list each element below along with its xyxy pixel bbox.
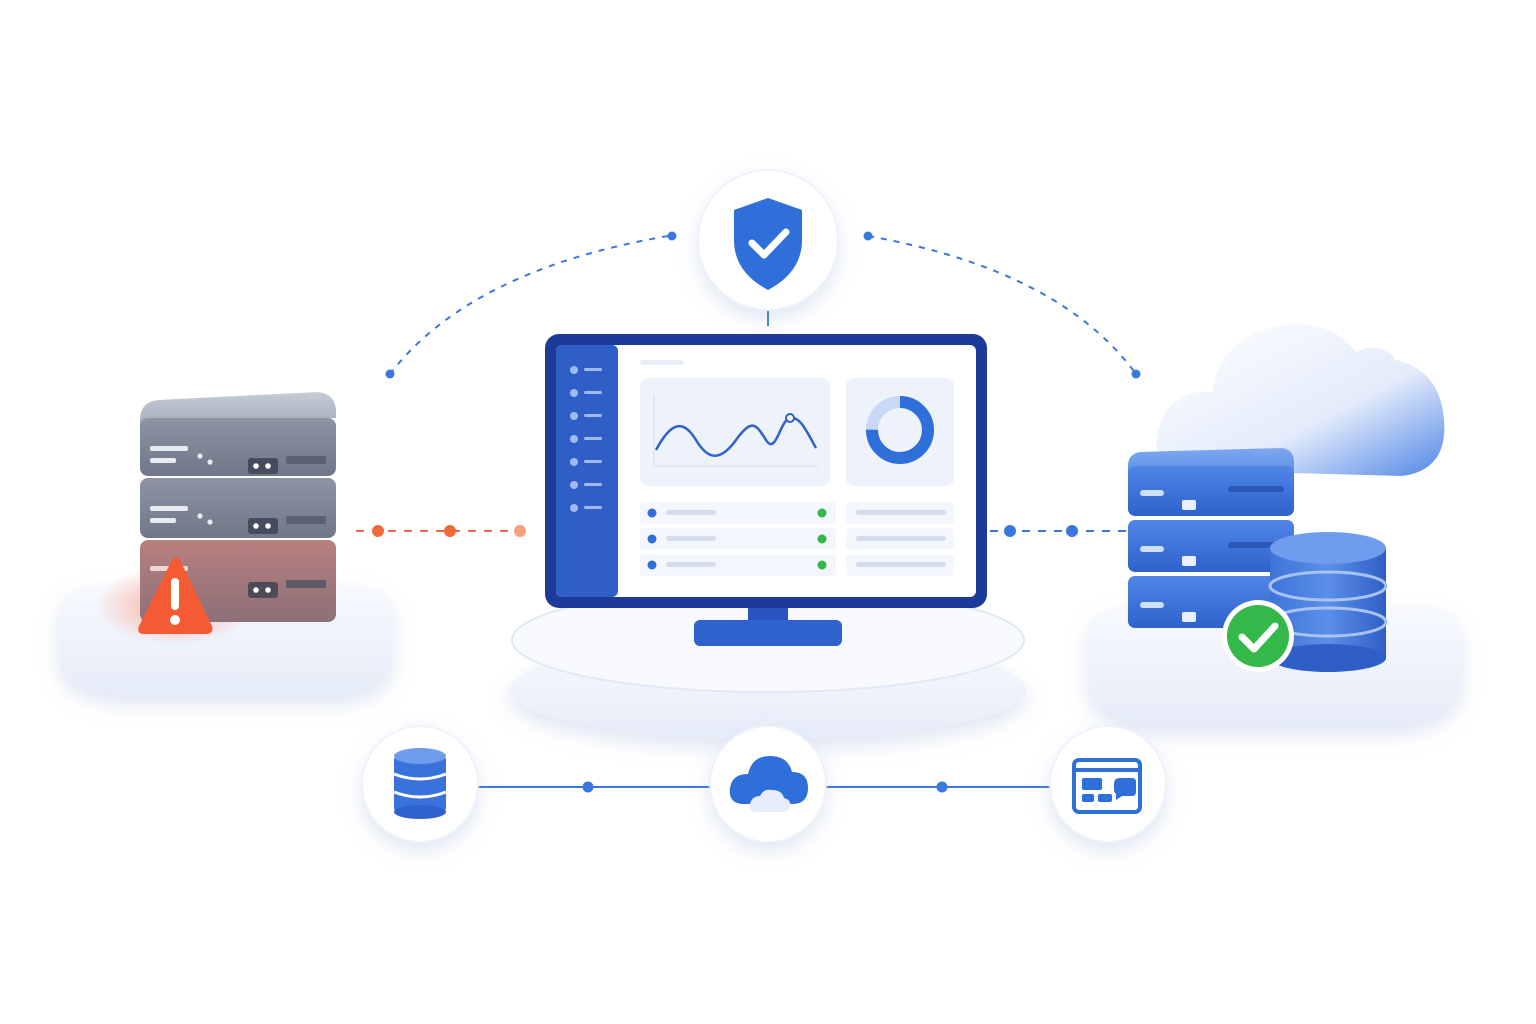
app-window-icon bbox=[1072, 758, 1142, 814]
link-node bbox=[936, 781, 948, 793]
link-node bbox=[1004, 525, 1016, 537]
database-node[interactable] bbox=[361, 725, 479, 843]
server-stack-icon bbox=[140, 392, 336, 622]
line-chart-card bbox=[640, 378, 830, 486]
donut-arc bbox=[866, 396, 934, 464]
sidebar-items bbox=[570, 366, 602, 512]
shield-check-icon bbox=[734, 198, 802, 290]
cloud-node[interactable] bbox=[709, 725, 827, 843]
link-node bbox=[372, 525, 384, 537]
monitor-dashboard-icon bbox=[545, 334, 987, 646]
link-node bbox=[863, 231, 873, 241]
link-node bbox=[385, 369, 395, 379]
link-shield-cloud bbox=[867, 235, 1137, 375]
cloud-icon bbox=[729, 756, 808, 812]
check-circle-icon bbox=[1222, 600, 1294, 672]
monitor-node[interactable] bbox=[510, 334, 1026, 740]
link-node bbox=[667, 231, 677, 241]
legacy-server-node[interactable] bbox=[60, 392, 392, 696]
link-node bbox=[1066, 525, 1078, 537]
link-node bbox=[514, 525, 526, 537]
cloud-server-icon bbox=[1128, 448, 1294, 628]
shield-node[interactable] bbox=[697, 169, 839, 311]
warning-triangle-icon bbox=[138, 557, 213, 634]
link-node bbox=[1131, 369, 1141, 379]
app-window-node[interactable] bbox=[1049, 725, 1167, 843]
dashboard-sidebar bbox=[556, 345, 618, 597]
donut-card bbox=[846, 378, 954, 486]
database-icon bbox=[393, 748, 447, 819]
link-node bbox=[444, 525, 456, 537]
cloud-icon-large bbox=[1156, 324, 1445, 476]
cloud-server-node[interactable] bbox=[1088, 324, 1460, 726]
list-rows bbox=[640, 502, 954, 576]
link-node bbox=[582, 781, 594, 793]
